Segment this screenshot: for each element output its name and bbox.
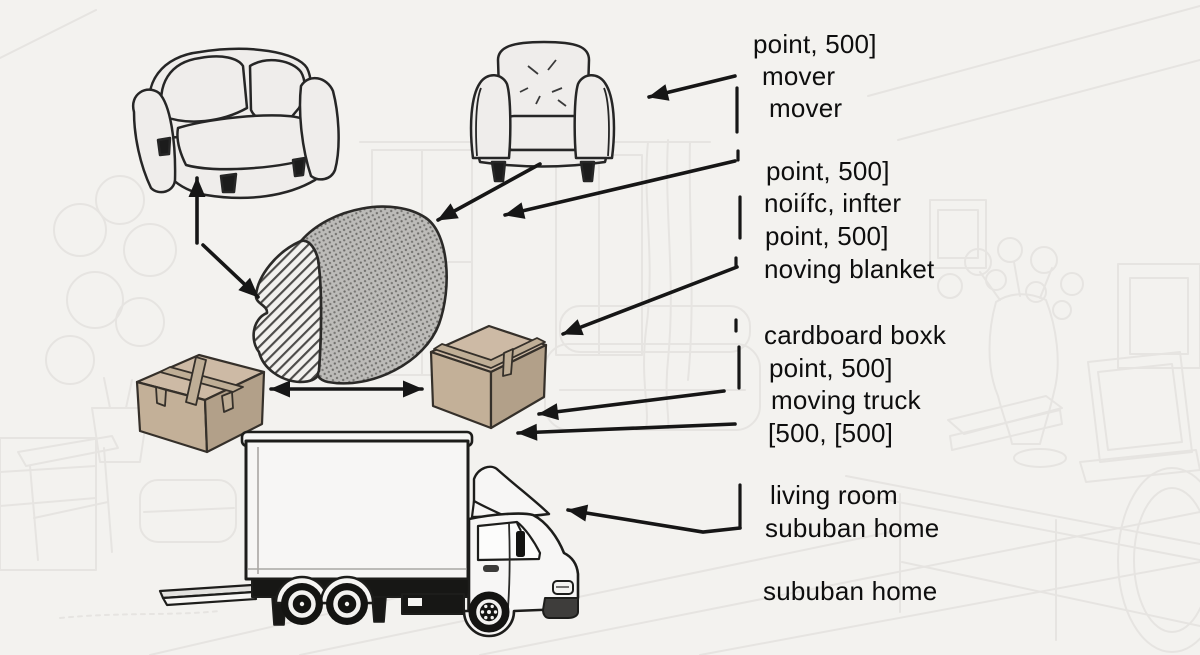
arrow-label-to-truck	[537, 389, 726, 421]
arrow-armchair-to-blanket	[201, 243, 260, 299]
label-garbled-infter: noiífc, infter	[764, 188, 902, 218]
arrow-label-to-armchair-front	[647, 74, 737, 101]
label-moving-truck: moving truck	[771, 385, 921, 415]
arrow-label-to-wrapped-sofa	[503, 159, 737, 219]
label-coords: [500, [500]	[768, 418, 894, 448]
arrow-chair-to-wrapped-sofa	[436, 162, 542, 222]
label-mover-1: mover	[762, 61, 836, 91]
armchair-perspective-icon	[131, 47, 340, 200]
label-connector-ticks	[734, 86, 742, 530]
label-suburban-home-2: sububan home	[763, 576, 938, 606]
label-point-500-c: point, 500]	[765, 221, 889, 251]
label-moving-blanket: noving blanket	[764, 254, 935, 284]
moving-truck-icon	[158, 430, 580, 638]
arrow-label-to-cardboard-box	[561, 265, 739, 336]
label-point-500-d: point, 500]	[769, 353, 893, 383]
label-point-500-b: point, 500]	[766, 156, 890, 186]
arrow-label-to-truck-cab	[566, 504, 742, 534]
arrow-label-coords	[516, 422, 737, 441]
label-living-room: living room	[770, 480, 898, 510]
annotation-arrows	[188, 74, 742, 534]
label-point-500-a: point, 500]	[753, 29, 877, 59]
label-mover-2: mover	[769, 93, 843, 123]
cardboard-box-seam-tape-icon	[429, 324, 548, 430]
label-suburban-home-1: sububan home	[765, 513, 940, 543]
label-cardboard-box: cardboard boxk	[764, 320, 947, 350]
armchair-front-icon	[469, 40, 616, 183]
blanket-wrapped-sofa-icon	[252, 205, 448, 385]
cardboard-box-cross-tape-icon	[135, 353, 266, 454]
